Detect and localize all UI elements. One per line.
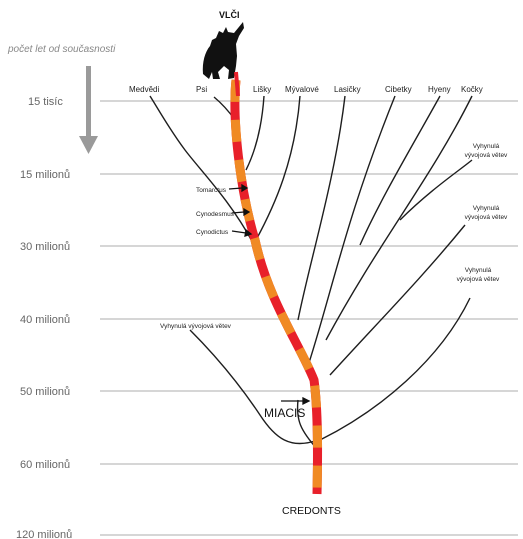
family-label: Hyeny (428, 85, 451, 94)
extinct-label-left: Vyhynulá vývojová větev (160, 323, 232, 330)
creodonts-label: CREDONTS (282, 505, 341, 517)
branch-raccoons (256, 96, 300, 240)
miacis-label: MIACIS (264, 406, 305, 420)
time-label: 15 milionů (20, 169, 70, 181)
family-label: Lasičky (334, 85, 361, 94)
arrow-icon (232, 231, 246, 233)
time-labels: 15 tisíc 15 milionů 30 milionů 40 milion… (16, 96, 72, 539)
extinct-label-line: vývojová větev (457, 276, 500, 283)
wolf-icon (203, 22, 244, 79)
family-label: Psi (196, 85, 207, 94)
family-label: Mývalové (285, 85, 319, 94)
time-grid (100, 101, 518, 535)
branches (150, 96, 472, 450)
family-label: Medvědi (129, 85, 159, 94)
ancestor-labels: Tomarctus Cynodesmus Cynodictus (196, 187, 235, 236)
branch-extinct-right-2 (330, 225, 465, 375)
family-label: Kočky (461, 85, 483, 94)
ancestor-label: Tomarctus (196, 187, 227, 194)
family-labels: Medvědi Psi Lišky Mývalové Lasičky Cibet… (129, 85, 483, 94)
ancestor-label: Cynodesmus (196, 211, 235, 218)
time-arrow-icon (79, 66, 98, 154)
lineage-top-tip (236, 72, 238, 96)
extinct-label-right: Vyhynulá vývojová větev Vyhynulá vývojov… (457, 143, 508, 283)
extinct-label-line: vývojová větev (465, 214, 508, 221)
time-label: 30 milionů (20, 241, 70, 253)
time-label: 60 milionů (20, 459, 70, 471)
family-label: Lišky (253, 85, 271, 94)
main-lineage (235, 72, 318, 494)
time-label: 40 milionů (20, 314, 70, 326)
family-label: Cibetky (385, 85, 412, 94)
extinct-label-line: Vyhynulá (465, 267, 492, 274)
branch-weasels (298, 96, 345, 320)
extinct-label-line: Vyhynulá (473, 143, 500, 150)
extinct-label-line: vývojová větev (465, 152, 508, 159)
branch-hyenas (360, 96, 440, 245)
branch-civets (306, 96, 395, 372)
time-label: 50 milionů (20, 386, 70, 398)
branch-cats (326, 96, 472, 340)
title: VLČI (219, 9, 240, 20)
branch-foxes (246, 96, 264, 170)
branch-extinct-right-1 (400, 160, 472, 220)
axis-caption: počet let od současnosti (7, 44, 116, 55)
ancestor-label: Cynodictus (196, 229, 229, 236)
extinct-label-line: Vyhynulá (473, 205, 500, 212)
time-label: 120 milionů (16, 529, 72, 539)
time-label: 15 tisíc (28, 96, 63, 108)
miacis-arrow-icon (281, 398, 309, 404)
